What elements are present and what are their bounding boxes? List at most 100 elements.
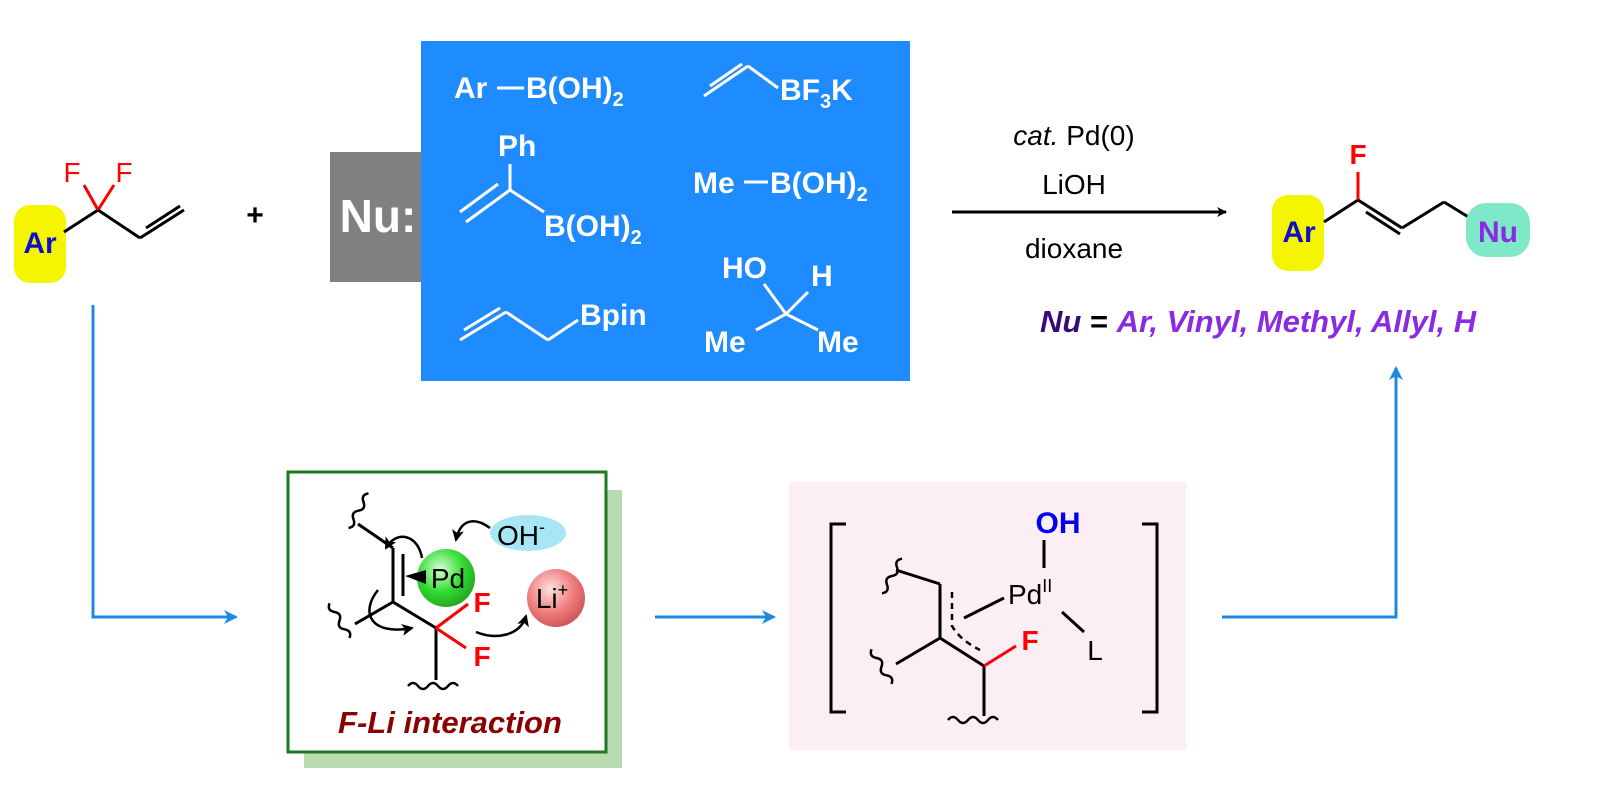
oh-bubble	[490, 515, 566, 551]
condition-base: LiOH	[1042, 169, 1106, 200]
nu-ipa-h: H	[811, 260, 833, 293]
bond-f1	[82, 184, 100, 211]
wavy-bond	[881, 557, 903, 595]
int-f: F	[1021, 625, 1038, 656]
li-sphere	[527, 569, 585, 627]
int-pd: PdII	[1008, 576, 1052, 610]
bond	[463, 306, 501, 332]
nu-ipa-me1: Me	[704, 326, 746, 359]
allyl-dashed	[950, 592, 981, 652]
bond-f	[435, 626, 467, 650]
nu-allyl-bpin: Bpin	[580, 299, 647, 332]
nu-label: Nu:	[340, 190, 417, 242]
bond	[1401, 200, 1445, 230]
bond	[1323, 198, 1359, 224]
condition-catalyst: cat. Pd(0)	[1013, 120, 1134, 151]
bond	[509, 188, 545, 214]
intermediate-box	[789, 482, 1186, 750]
wavy-bond	[407, 681, 459, 691]
pd-wedge	[405, 570, 426, 584]
bond	[392, 600, 437, 630]
ts-pd: Pd	[431, 563, 465, 594]
bond	[755, 312, 787, 332]
bond-f	[435, 602, 469, 630]
bond	[762, 283, 788, 315]
bond-l	[1060, 610, 1086, 634]
nu-methyl-boron: B(OH)2	[770, 167, 868, 206]
substrate-f1: F	[63, 157, 80, 188]
nu-aryl-ar: Ar	[454, 72, 488, 105]
bond	[1443, 200, 1471, 220]
nu-ipa-ho: HO	[722, 252, 767, 285]
nu-styryl-ph: Ph	[498, 130, 536, 163]
bond	[709, 62, 743, 88]
curved-arrow-bond	[368, 589, 414, 636]
substrate-ar: Ar	[23, 227, 57, 260]
pd-sphere	[417, 549, 475, 607]
ts-li: Li+	[536, 580, 568, 614]
bond	[747, 64, 779, 90]
substrate: Ar F F	[14, 157, 185, 283]
intermediate-structure: F PdII OH L	[869, 507, 1103, 725]
bond	[703, 64, 749, 98]
reagent-box	[421, 41, 910, 381]
nu-highlight	[1466, 203, 1530, 257]
bond	[459, 182, 499, 214]
bond	[784, 290, 810, 316]
ts-f1: F	[473, 587, 490, 618]
intermediate-brackets	[829, 522, 1159, 714]
wavy-bond	[869, 648, 894, 685]
bond	[97, 208, 141, 240]
double-bond-a	[1357, 198, 1403, 230]
mechanism-caption: F-Li interaction	[338, 705, 562, 740]
nu-definition: Nu = Ar, Vinyl, Methyl, Allyl, H	[1040, 304, 1477, 339]
product-f: F	[1349, 139, 1366, 170]
bond-f2	[96, 184, 116, 211]
bond	[63, 208, 99, 234]
bond	[895, 636, 941, 666]
curved-arrow-pd	[384, 535, 424, 559]
double-bond-b	[145, 204, 181, 230]
nu-label-box	[330, 152, 426, 282]
product-ar: Ar	[1282, 216, 1316, 249]
nu-vinyl-bf3k: BF3K	[780, 74, 853, 113]
reaction-conditions: cat. Pd(0) LiOH dioxane	[1013, 120, 1134, 264]
bond	[505, 310, 549, 342]
bond	[785, 312, 819, 332]
bond	[895, 568, 941, 586]
curved-arrow-li	[475, 614, 529, 638]
bond	[465, 188, 511, 224]
bond	[459, 310, 507, 342]
int-oh: OH	[1036, 507, 1081, 540]
double-bond-b	[1365, 210, 1401, 236]
bond-f	[983, 644, 1017, 668]
bond	[547, 318, 579, 342]
ar-highlight	[14, 205, 66, 283]
bond	[939, 636, 985, 668]
nu-aryl-boron: B(OH)2	[526, 72, 624, 111]
int-l: L	[1087, 635, 1103, 666]
condition-solvent: dioxane	[1025, 233, 1123, 264]
product: Ar F Nu	[1272, 139, 1530, 271]
bond	[354, 600, 394, 626]
nu-styryl-boron: B(OH)2	[544, 210, 642, 249]
flow-arrow-up	[1222, 366, 1403, 619]
product-nu: Nu	[1478, 216, 1518, 249]
ar-highlight	[1272, 195, 1324, 271]
bond-pd	[963, 596, 1005, 620]
wavy-bond	[947, 715, 999, 725]
curved-arrow-oh	[452, 520, 491, 542]
plus-sign: +	[246, 199, 264, 232]
flow-arrow-down	[91, 305, 238, 624]
ts-f2: F	[473, 641, 490, 672]
substrate-f2: F	[115, 157, 132, 188]
mechanism-transition-state: F F Pd OH- Li+	[327, 492, 585, 691]
wavy-bond	[327, 602, 352, 639]
double-bond-a	[139, 208, 185, 240]
nucleophile-list: Ar B(OH)2 BF3K Ph B(OH)2 Me B(OH)2 Bpin …	[454, 62, 868, 359]
wavy-bond	[348, 492, 369, 530]
ts-oh: OH-	[497, 517, 545, 551]
nu-methyl-me: Me	[693, 167, 735, 200]
nu-ipa-me2: Me	[817, 326, 859, 359]
